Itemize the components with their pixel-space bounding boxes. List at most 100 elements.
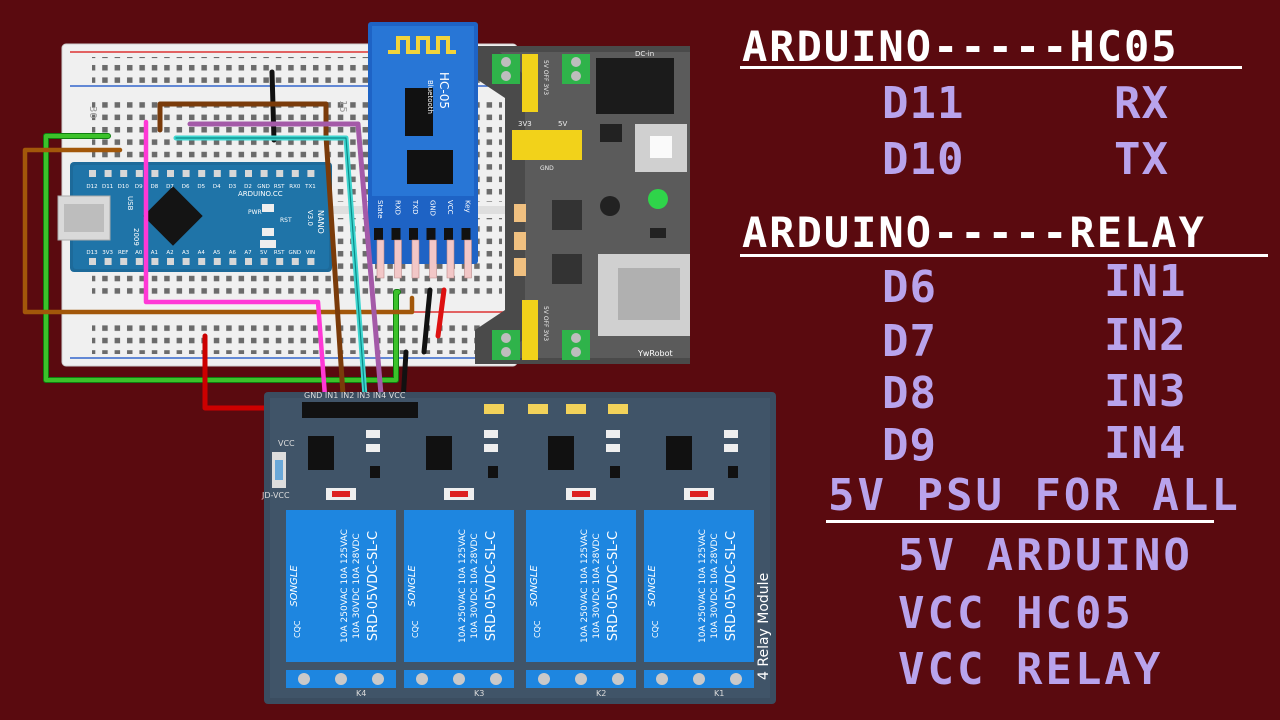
nano-pin-label: A0: [135, 250, 143, 256]
relay-cert: CQC: [411, 620, 420, 638]
relay-pair-3-arduino: D8: [882, 368, 937, 419]
nano-rst-label: RST: [280, 217, 292, 224]
hc05-lead: [429, 239, 437, 279]
hc05-lead: [376, 239, 385, 279]
nano-version: V3.0: [306, 210, 314, 226]
channel-label: K1: [714, 689, 724, 698]
relay-input-header: [302, 402, 418, 418]
relay-label: SRD-05VDC-SL-C: [484, 531, 499, 641]
nano-pin-label: 3V3: [102, 250, 113, 256]
nano-pin: [307, 170, 315, 177]
nano-pin: [89, 170, 96, 177]
label-3v3: 3V3: [518, 120, 532, 128]
channel-label: K4: [356, 689, 366, 698]
optocoupler: [548, 436, 574, 470]
relay-pair-1-module: IN1: [1104, 256, 1187, 307]
hc05-pair-1-arduino: D11: [882, 78, 965, 129]
nano-pin: [276, 170, 284, 177]
nano-pin: [307, 258, 315, 265]
relay-label: SONGLE: [647, 565, 658, 607]
nano-pin: [260, 170, 268, 177]
relay-jdvcc-label: JD-VCC: [261, 491, 290, 500]
psu-item-arduino: 5V ARDUINO: [898, 530, 1193, 581]
nano-pin-label: A7: [244, 250, 252, 256]
dc-in-label: DC-in: [635, 50, 654, 58]
relay-label: 10A 30VDC 10A 28VDC: [710, 533, 720, 638]
hc05-pin: [426, 228, 436, 240]
nano-pin: [276, 258, 284, 265]
nano-pin-label: D4: [213, 184, 221, 190]
nano-pin-label: D6: [182, 184, 190, 190]
nano-pin: [167, 258, 174, 265]
power-led: [648, 189, 668, 209]
nano-model: NANO: [316, 210, 325, 234]
relay-k2: [526, 510, 636, 662]
nano-pin-label: GND: [257, 184, 270, 190]
microcontroller-chip: [143, 186, 203, 246]
dc-jack: [596, 58, 674, 114]
relay-connection-header: ARDUINO-----RELAY: [742, 208, 1206, 257]
hc05-title: HC-05: [437, 72, 451, 109]
relay-header-label: GND IN1 IN2 IN3 IN4 VCC: [304, 391, 406, 400]
optocoupler: [426, 436, 452, 470]
hc05-lead: [464, 239, 472, 279]
nano-pin-label: D2: [244, 184, 252, 190]
col-15-label: 15: [337, 100, 348, 113]
output-header: [512, 130, 582, 160]
nano-pin-label: VIN: [306, 250, 316, 256]
nano-usb-label: USB: [126, 196, 134, 211]
relay-label: 10A 250VAC 10A 125VAC: [458, 529, 468, 643]
relay-label: SRD-05VDC-SL-C: [366, 531, 381, 641]
nano-pin: [135, 170, 143, 177]
nano-year: 2009: [132, 228, 140, 246]
relay-pair-2-arduino: D7: [882, 316, 937, 367]
relay-pair-2-module: IN2: [1104, 310, 1187, 361]
hc05-subtitle: Bluetooth: [426, 80, 434, 114]
nano-pin: [104, 170, 112, 177]
nano-pin-label: A1: [151, 250, 158, 256]
relay-k4: [286, 510, 396, 662]
nano-pwr-label: PWR: [248, 209, 262, 216]
nano-pin-label: D9: [135, 184, 143, 190]
relay-module: GND IN1 IN2 IN3 IN4 VCC VCC JD-VCC 4 Rel…: [261, 391, 776, 704]
psu-header-underline: [826, 520, 1214, 523]
nano-pin-label: D3: [229, 184, 237, 190]
hc05-connection-header: ARDUINO-----HC05: [742, 22, 1179, 71]
led-rx: [262, 228, 274, 236]
rail-label-bottom: 5V OFF 3V3: [542, 306, 549, 341]
hc05-pair-1-module: RX: [1114, 78, 1169, 129]
nano-pin: [120, 258, 128, 265]
relay-header-underline: [740, 254, 1268, 257]
nano-pin-label: RST: [274, 250, 285, 256]
nano-pin: [213, 258, 221, 265]
hc05-header-underline: [740, 66, 1242, 69]
nano-pin: [229, 170, 237, 177]
nano-pin: [213, 170, 221, 177]
nano-pin: [198, 170, 206, 177]
psu-item-relay: VCC RELAY: [898, 644, 1164, 695]
led-pwr: [262, 204, 274, 212]
nano-pin-label: D11: [102, 184, 113, 190]
nano-pin-label: A4: [198, 250, 206, 256]
label-5v: 5V: [558, 120, 567, 128]
nano-pin-label: RX0: [289, 184, 301, 190]
nano-pin: [198, 258, 206, 265]
nano-pin: [120, 170, 128, 177]
nano-pin-label: D8: [151, 184, 159, 190]
hc05-lead: [411, 239, 420, 279]
nano-pin-label: TX1: [304, 184, 316, 190]
relay-label: 10A 30VDC 10A 28VDC: [352, 533, 362, 638]
nano-pin: [291, 170, 299, 177]
hc05-pin: [409, 228, 418, 240]
nano-pin: [291, 258, 299, 265]
relay-label: 10A 30VDC 10A 28VDC: [470, 533, 480, 638]
relay-label: SRD-05VDC-SL-C: [724, 531, 739, 641]
relay-label: 10A 250VAC 10A 125VAC: [340, 529, 350, 643]
rail-label-top: 5V OFF 3V3: [542, 60, 549, 95]
hc05-pin-label: TXD: [411, 199, 419, 214]
relay-cert: CQC: [533, 620, 542, 638]
nano-pin-label: RST: [274, 184, 285, 190]
